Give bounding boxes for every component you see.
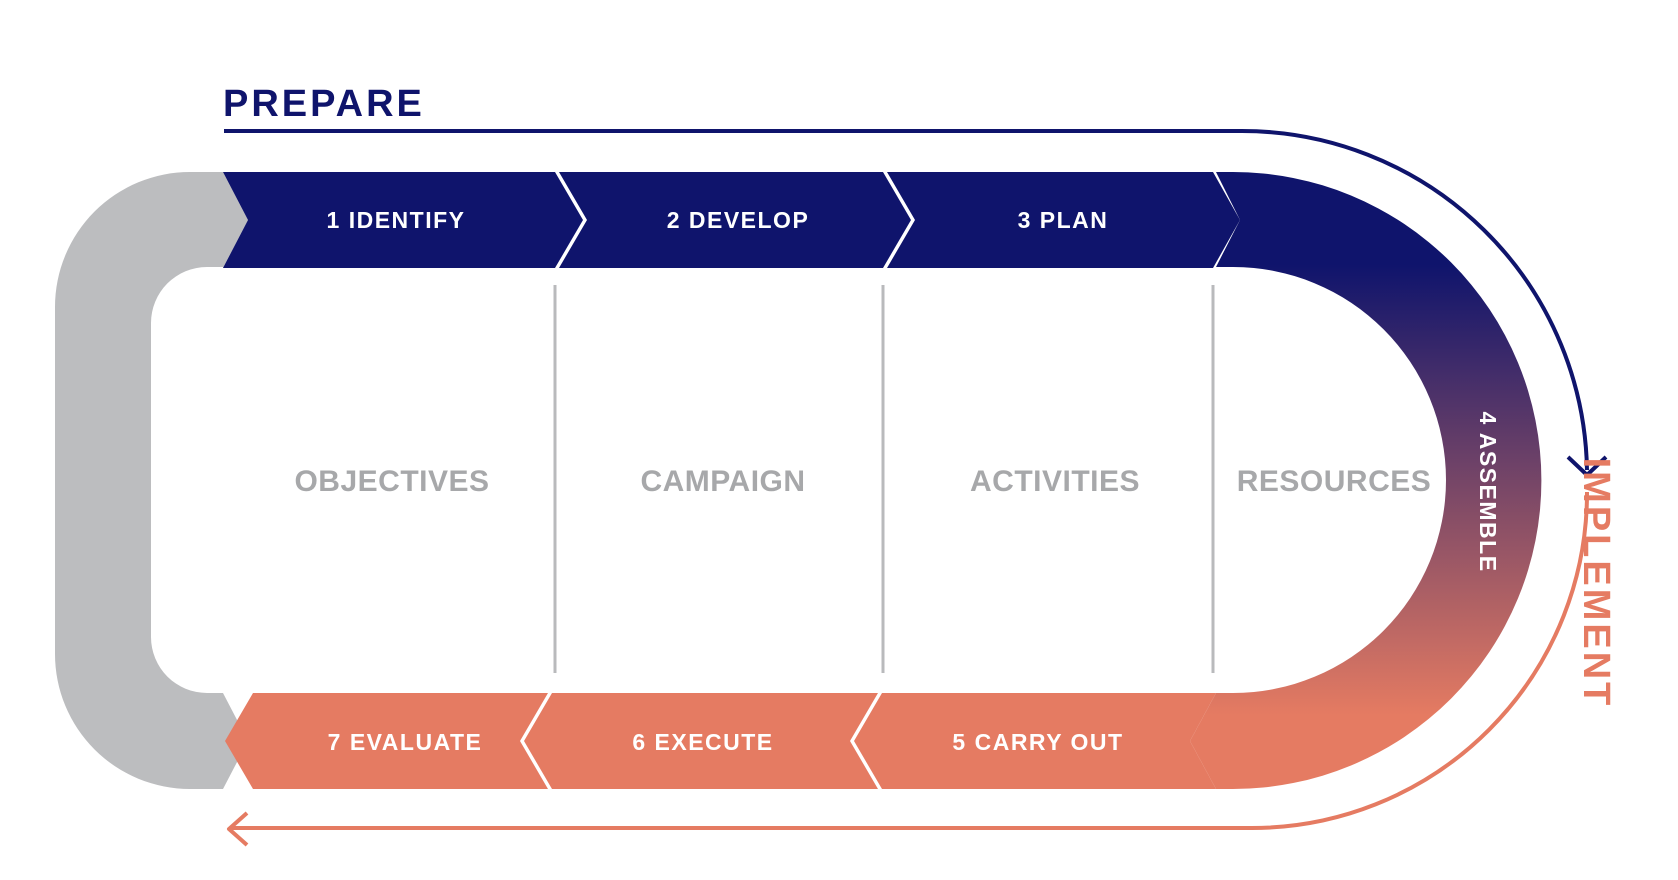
step-plan-chevron (887, 172, 1240, 268)
area-campaign-label: CAMPAIGN (640, 465, 805, 498)
step-identify-label: 1 IDENTIFY (327, 207, 466, 233)
prepare-arrowhead-icon (1566, 455, 1608, 477)
step-develop-label: 2 DEVELOP (667, 207, 810, 233)
implement-phase-label: IMPLEMENT (1575, 458, 1617, 709)
prepare-phase-label: PREPARE (223, 83, 425, 125)
step-assemble-label: 4 ASSEMBLE (1475, 411, 1501, 572)
step-identify-chevron (223, 172, 583, 268)
prepare-arrow-line (224, 129, 1589, 471)
step-assemble-arc (1190, 172, 1542, 789)
implement-arrowhead-icon (227, 811, 249, 847)
step-carry-out-chevron (854, 693, 1216, 789)
step-evaluate-chevron (225, 693, 548, 789)
step-execute-chevron (524, 693, 878, 789)
step-develop-chevron (559, 172, 911, 268)
area-resources-label: RESOURCES (1237, 465, 1432, 498)
implement-arrow-line (232, 491, 1590, 830)
return-arc (55, 172, 248, 789)
step-plan-label: 3 PLAN (1018, 207, 1109, 233)
area-objectives-label: OBJECTIVES (294, 465, 489, 498)
area-activities-label: ACTIVITIES (970, 465, 1140, 498)
step-carry-out-label: 5 CARRY OUT (952, 729, 1123, 755)
step-evaluate-label: 7 EVALUATE (328, 729, 483, 755)
step-execute-label: 6 EXECUTE (632, 729, 773, 755)
